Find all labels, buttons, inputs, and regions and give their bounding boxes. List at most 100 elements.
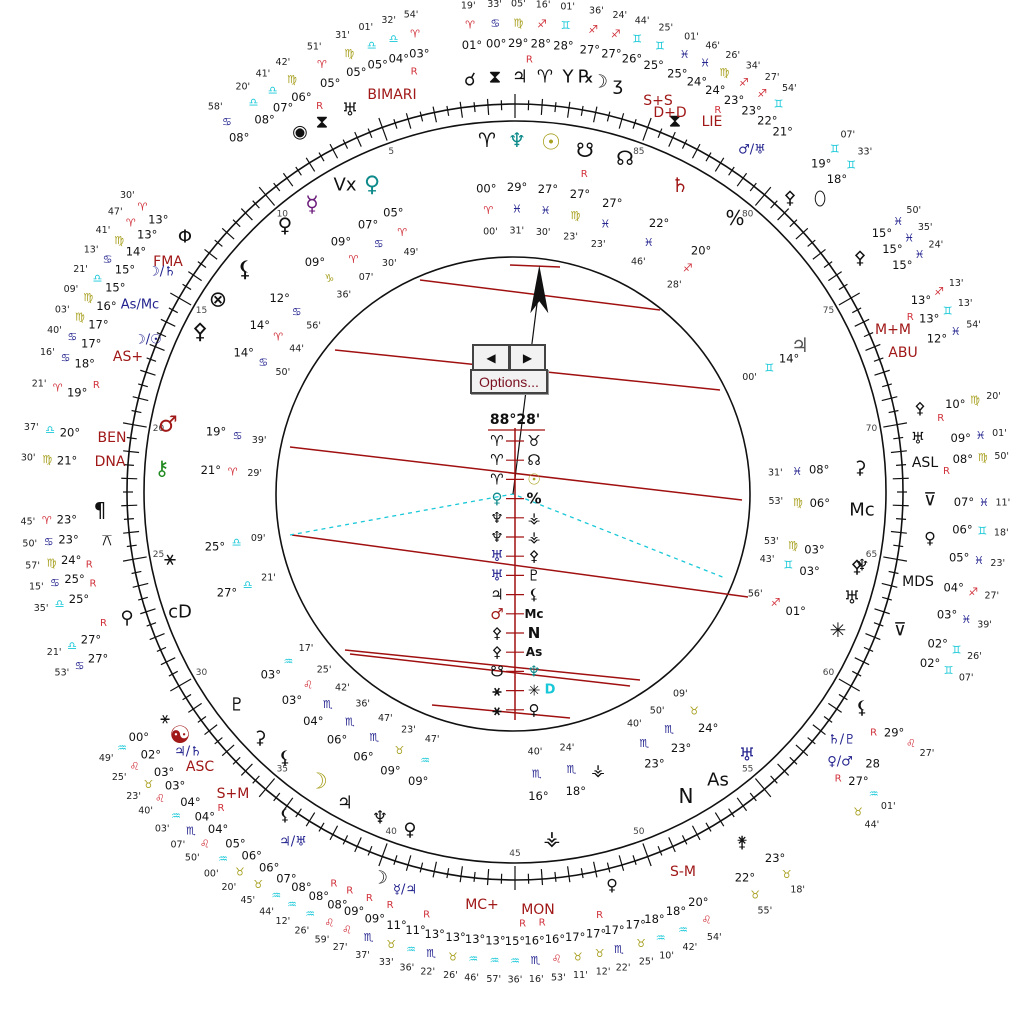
ring-tick [132, 582, 149, 588]
dial-left-glyph-icon: ♃ [490, 586, 503, 604]
outer-position-entry: 01°♈19' [461, 1, 482, 52]
point-label: ABU [888, 345, 917, 361]
point-label: D+D [653, 105, 686, 121]
ring-tick [618, 855, 625, 871]
zodiac-sign-icon: ♐ [683, 261, 693, 274]
position-degree: 23° [741, 103, 761, 117]
zodiac-sign-icon: ♓ [893, 215, 903, 228]
zodiac-sign-icon: ♎ [248, 96, 258, 109]
position-degree: 13° [911, 293, 931, 307]
zodiac-sign-icon: ♐ [588, 23, 598, 36]
ring-tick [197, 261, 207, 268]
options-button[interactable]: Options... [470, 369, 548, 394]
position-degree: 15° [882, 242, 902, 256]
zodiac-sign-icon: ♍ [978, 451, 988, 464]
position-minute: 54' [966, 320, 981, 331]
position-degree: 25° [644, 58, 664, 72]
zodiac-sign-icon: ♓ [792, 465, 802, 478]
ring-scale-label: 20 [153, 424, 165, 434]
position-minute: 31' [768, 467, 783, 478]
ring-tick [168, 307, 178, 314]
position-minute: 23' [126, 791, 141, 802]
planet-glyph-icon: ⚷ [155, 456, 170, 480]
position-minute: 53' [55, 668, 70, 679]
zodiac-sign-icon: ♒ [287, 898, 297, 911]
ring-tick [123, 518, 134, 520]
position-minute: 41' [96, 225, 111, 236]
ring-tick [221, 744, 235, 757]
zodiac-sign-icon: ♍ [788, 539, 798, 552]
zodiac-sign-icon: ♋ [292, 305, 302, 318]
retrograde-mark: R [89, 579, 96, 590]
ring-tick [170, 292, 192, 306]
position-degree: 02° [920, 656, 940, 670]
position-minute: 16' [536, 0, 551, 10]
position-degree: 05° [225, 836, 245, 850]
ring-tick [282, 797, 294, 812]
zodiac-sign-icon: ♎ [45, 423, 55, 436]
planet-glyph-icon: ⧗ [316, 112, 329, 133]
outer-position-entry: 13°♒57' [485, 934, 505, 985]
outer-position-entry: 06°♊18' [952, 523, 1008, 539]
ring-tick [823, 261, 833, 268]
ring-tick [812, 724, 826, 736]
planet-glyph-icon: ♈ [478, 128, 496, 152]
position-minute: 17' [299, 643, 314, 654]
outer-position-entry: 23°♐34' [724, 61, 761, 108]
ring-tick [232, 219, 241, 228]
zodiac-sign-icon: ♐ [934, 285, 944, 298]
outer-position-entry: 02°♌25' [112, 748, 161, 783]
ring-tick [807, 239, 816, 247]
ring-tick [838, 678, 860, 692]
planet-glyph-icon: ☿ [305, 193, 319, 218]
ring-tick [140, 369, 156, 376]
ring-tick [131, 570, 142, 575]
outer-position-entry: 05°♍31' [335, 30, 366, 79]
zodiac-sign-icon: ♎ [232, 536, 242, 549]
position-degree: 16° [524, 934, 544, 948]
position-minute: 12' [276, 916, 291, 927]
outer-position-entry: 14°♍41' [96, 225, 146, 258]
planet-glyph-icon: ⚴ [853, 248, 866, 269]
position-minute: 37' [355, 950, 370, 961]
ring-tick [691, 825, 701, 841]
zodiac-sign-icon: ♐ [611, 27, 621, 40]
position-degree: 19° [811, 157, 831, 171]
position-degree: 08° [309, 889, 329, 903]
planet-glyph-icon: Vx [334, 175, 357, 196]
pointer-arrow-icon[interactable] [530, 265, 549, 314]
zodiac-sign-icon: ♓ [600, 217, 610, 230]
planet-glyph-icon: ☽ [372, 868, 388, 889]
next-button[interactable]: ▶ [509, 344, 546, 369]
position-degree: 23° [671, 741, 691, 755]
ring-tick [789, 219, 798, 228]
ring-tick [736, 172, 748, 187]
ring-tick [770, 200, 778, 209]
ring-scale-label: 60 [823, 668, 835, 678]
ring-tick [367, 128, 373, 139]
position-degree: 27° [602, 196, 622, 210]
zodiac-sign-icon: ♒ [305, 907, 315, 920]
planet-glyph-icon: As [707, 770, 729, 791]
ring-tick [882, 383, 892, 388]
position-degree: 02° [928, 636, 948, 650]
outer-position-entry: 05°♒00' [204, 836, 246, 879]
point-label: ♀/♂ [827, 755, 853, 770]
position-minute: 03' [55, 304, 70, 315]
point-label: ♃/♅ [279, 835, 307, 850]
ring-scale-label: 75 [823, 306, 834, 316]
retrograde-mark: R [217, 803, 224, 814]
position-minute: 44' [289, 344, 304, 355]
inner-position-entry: 03°♊43' [760, 554, 820, 578]
ring-tick [705, 152, 712, 162]
position-minute: 21' [32, 378, 47, 389]
ring-scale-label: 35 [277, 764, 288, 774]
position-minute: 18' [994, 527, 1009, 538]
retrograde-mark: R [937, 413, 944, 424]
previous-button[interactable]: ◀ [472, 344, 509, 369]
position-degree: 03° [154, 765, 174, 779]
point-label: ♂/♅ [738, 143, 766, 158]
position-minute: 31' [335, 30, 350, 41]
ring-tick [122, 556, 147, 562]
